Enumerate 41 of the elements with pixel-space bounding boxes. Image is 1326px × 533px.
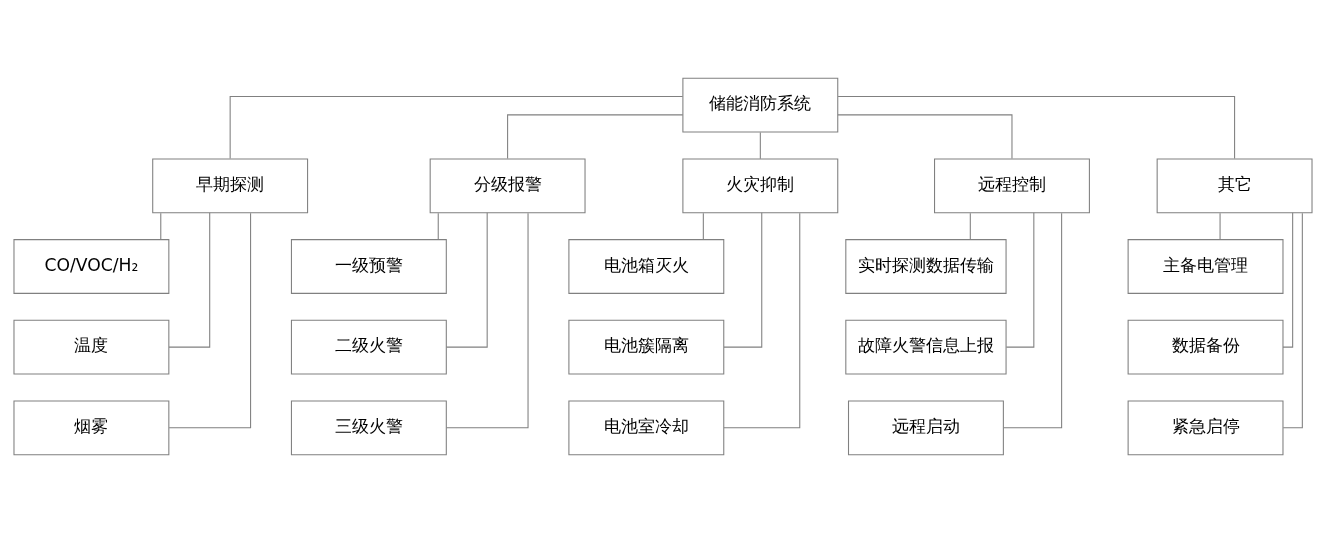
node-box: 远程启动 (847, 400, 1004, 456)
node-box: 温度 (13, 319, 170, 375)
node-box: 电池室冷却 (568, 400, 725, 456)
node-box: 储能消防系统 (682, 77, 839, 133)
node-box: 早期探测 (152, 158, 309, 214)
node-box: 实时探测数据传输 (845, 239, 1007, 294)
node-box: 电池簇隔离 (568, 319, 725, 375)
node-box: 烟雾 (13, 400, 170, 456)
connector (160, 212, 162, 241)
connector (437, 212, 439, 241)
connector (1282, 212, 1303, 429)
node-box: 电池箱灭火 (568, 239, 725, 294)
connector (1003, 212, 1063, 429)
node-box: 二级火警 (290, 319, 447, 375)
connector (229, 96, 684, 160)
connector (445, 212, 488, 348)
connector (837, 96, 1236, 160)
connector (1282, 212, 1294, 348)
connector (446, 212, 529, 429)
node-box: 三级火警 (290, 400, 447, 456)
connector (1219, 212, 1221, 241)
node-box: 数据备份 (1127, 319, 1284, 375)
connector (837, 114, 1013, 160)
node-box: 分级报警 (429, 158, 586, 214)
connector (507, 114, 684, 160)
node-box: 主备电管理 (1127, 239, 1284, 294)
connector (1005, 212, 1035, 348)
node-box: CO/VOC/H₂ (13, 239, 170, 294)
connector (723, 212, 801, 429)
node-box: 火灾抑制 (682, 158, 839, 214)
connector (723, 212, 763, 348)
connector (702, 212, 704, 241)
connector (759, 131, 761, 160)
connector (168, 212, 252, 429)
node-box: 一级预警 (290, 239, 447, 294)
node-box: 远程控制 (934, 158, 1090, 214)
connector (969, 212, 971, 241)
node-box: 其它 (1156, 158, 1313, 214)
node-box: 故障火警信息上报 (845, 319, 1007, 375)
connector (168, 212, 211, 348)
node-box: 紧急启停 (1127, 400, 1284, 456)
